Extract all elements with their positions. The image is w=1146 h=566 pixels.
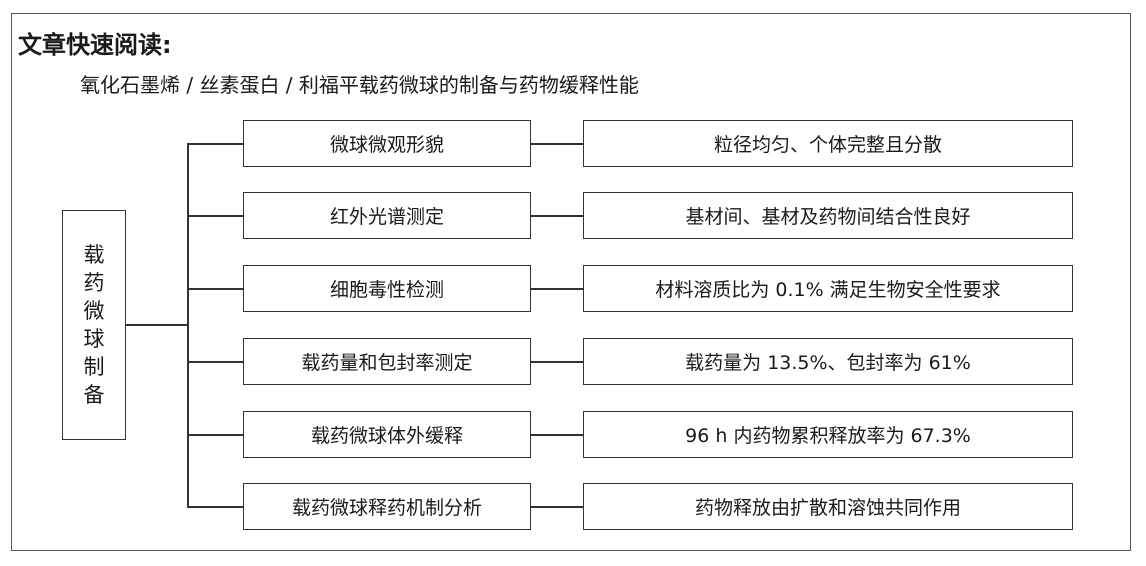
result-connector <box>531 506 583 508</box>
branch-line <box>187 361 243 363</box>
root-node-char: 球 <box>83 327 105 351</box>
method-node-release-mechanism: 载药微球释药机制分析 <box>243 483 531 530</box>
result-connector <box>531 215 583 217</box>
root-node-drug-microsphere-preparation: 载药微球制备 <box>62 210 126 440</box>
result-node-infrared: 基材间、基材及药物间结合性良好 <box>583 192 1073 239</box>
result-node-release-mechanism: 药物释放由扩散和溶蚀共同作用 <box>583 483 1073 530</box>
method-node-infrared: 红外光谱测定 <box>243 192 531 239</box>
article-title: 氧化石墨烯 / 丝素蛋白 / 利福平载药微球的制备与药物缓释性能 <box>80 73 639 97</box>
branch-line <box>187 215 243 217</box>
result-node-loading-encapsulation: 载药量为 13.5%、包封率为 61% <box>583 338 1073 385</box>
result-node-cytotoxicity: 材料溶质比为 0.1% 满足生物安全性要求 <box>583 265 1073 312</box>
branch-line <box>187 143 243 145</box>
page-heading: 文章快速阅读: <box>18 31 172 59</box>
result-connector <box>531 361 583 363</box>
method-node-loading-encapsulation: 载药量和包封率测定 <box>243 338 531 385</box>
root-node-char: 备 <box>83 383 105 407</box>
branch-line <box>187 434 243 436</box>
root-connector <box>126 324 188 326</box>
method-node-cytotoxicity: 细胞毒性检测 <box>243 265 531 312</box>
root-node-char: 制 <box>83 355 105 379</box>
diagram-frame <box>11 13 1131 551</box>
result-connector <box>531 143 583 145</box>
branch-line <box>187 506 243 508</box>
method-node-morphology: 微球微观形貌 <box>243 120 531 167</box>
trunk-line <box>187 143 189 507</box>
method-node-in-vitro-release: 载药微球体外缓释 <box>243 411 531 458</box>
branch-line <box>187 288 243 290</box>
result-connector <box>531 288 583 290</box>
result-node-morphology: 粒径均匀、个体完整且分散 <box>583 120 1073 167</box>
root-node-char: 微 <box>83 299 105 323</box>
result-connector <box>531 434 583 436</box>
root-node-char: 载 <box>83 243 105 267</box>
result-node-in-vitro-release: 96 h 内药物累积释放率为 67.3% <box>583 411 1073 458</box>
root-node-char: 药 <box>83 271 105 295</box>
